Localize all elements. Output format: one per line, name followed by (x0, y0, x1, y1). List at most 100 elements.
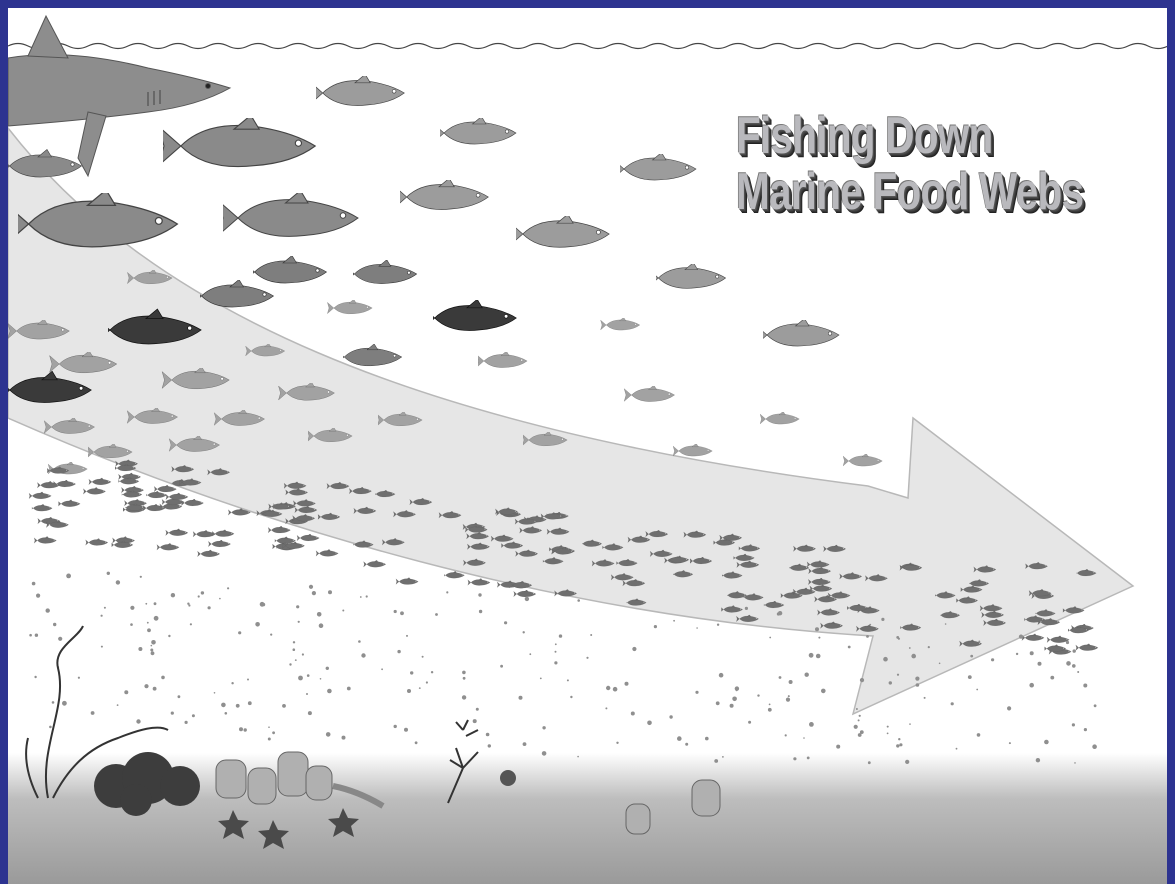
plankton-icon (298, 621, 300, 623)
plankton-icon (446, 591, 448, 593)
plankton-icon (107, 572, 110, 575)
mackerel-icon (760, 411, 799, 424)
plankton-icon (136, 719, 140, 723)
plankton-icon (769, 637, 771, 639)
plankton-icon (476, 708, 479, 711)
mackerel-icon (673, 443, 712, 456)
plankton-icon (312, 591, 316, 595)
plankton-icon (978, 641, 980, 643)
plankton-icon (1072, 664, 1076, 668)
sardine-icon (143, 504, 165, 511)
plankton-icon (606, 686, 610, 690)
plankton-icon (1072, 723, 1075, 726)
plankton-icon (1094, 704, 1097, 707)
plankton-icon (168, 635, 170, 637)
plankton-icon (104, 607, 106, 609)
plankton-icon (695, 691, 698, 694)
plankton-icon (473, 719, 477, 723)
sardine-icon (154, 485, 176, 492)
plankton-icon (268, 726, 270, 728)
plankton-icon (227, 587, 229, 589)
tuna-icon (218, 191, 358, 237)
plankton-icon (161, 676, 165, 680)
plankton-icon (909, 647, 911, 649)
plankton-icon (35, 634, 38, 637)
plankton-icon (559, 634, 562, 637)
plankton-icon (306, 693, 308, 695)
plankton-icon (915, 677, 919, 681)
tuna-icon (393, 178, 488, 209)
plankton-icon (555, 643, 557, 645)
plankton-icon (757, 694, 759, 696)
plankton-icon (631, 712, 635, 716)
plankton-icon (745, 607, 748, 610)
plankton-icon (328, 590, 332, 594)
plankton-icon (400, 611, 404, 615)
plankton-icon (488, 744, 491, 747)
plankton-icon (282, 704, 286, 708)
plankton-icon (419, 687, 421, 689)
plankton-icon (62, 701, 67, 706)
snapper-icon (344, 260, 417, 284)
plankton-icon (151, 640, 156, 645)
sardine-icon (268, 526, 290, 533)
plankton-icon (101, 646, 103, 648)
sardine-icon (208, 540, 230, 547)
plankton-icon (124, 690, 128, 694)
plankton-icon (397, 650, 400, 653)
plankton-icon (1073, 649, 1076, 652)
sardine-icon (1047, 635, 1069, 642)
plankton-icon (1066, 661, 1071, 666)
sardine-icon (37, 481, 59, 488)
plankton-icon (858, 733, 862, 737)
plankton-icon (214, 692, 216, 694)
plankton-icon (1036, 758, 1040, 762)
plankton-icon (897, 674, 899, 676)
plankton-icon (153, 687, 157, 691)
plankton-icon (268, 738, 271, 741)
plankton-icon (188, 604, 190, 606)
title-line-2: Marine Food Webs (736, 164, 1071, 220)
plankton-icon (486, 733, 490, 737)
plankton-icon (896, 744, 899, 747)
plankton-icon (793, 757, 796, 760)
plankton-icon (788, 695, 790, 697)
plankton-icon (716, 701, 720, 705)
plankton-icon (415, 741, 418, 744)
plankton-icon (1019, 635, 1023, 639)
sardine-icon (297, 534, 319, 541)
plankton-icon (293, 648, 296, 651)
plankton-icon (151, 645, 153, 647)
plankton-icon (410, 671, 413, 674)
plankton-icon (394, 725, 397, 728)
plankton-icon (1050, 676, 1054, 680)
plankton-icon (542, 751, 547, 756)
plankton-icon (138, 647, 142, 651)
plankton-icon (905, 760, 909, 764)
plankton-icon (78, 677, 80, 679)
grouper-icon (421, 299, 516, 330)
plankton-icon (860, 678, 864, 682)
plankton-icon (735, 686, 739, 690)
sardine-icon (364, 560, 386, 567)
plankton-icon (504, 621, 507, 624)
plankton-icon (525, 597, 529, 601)
plankton-icon (171, 593, 175, 597)
plankton-icon (821, 689, 826, 694)
plankton-icon (151, 651, 155, 655)
plankton-icon (554, 661, 557, 664)
plankton-icon (147, 628, 151, 632)
tuna-icon (508, 214, 609, 247)
plankton-icon (848, 646, 851, 649)
plankton-icon (577, 599, 580, 602)
plankton-icon (53, 623, 56, 626)
plankton-icon (809, 653, 814, 658)
plankton-icon (201, 591, 204, 594)
plankton-icon (34, 676, 36, 678)
plankton-icon (816, 654, 821, 659)
plankton-icon (909, 723, 911, 725)
plankton-icon (677, 736, 682, 741)
plankton-icon (836, 745, 840, 749)
plankton-icon (586, 657, 588, 659)
sardine-icon (86, 538, 108, 545)
